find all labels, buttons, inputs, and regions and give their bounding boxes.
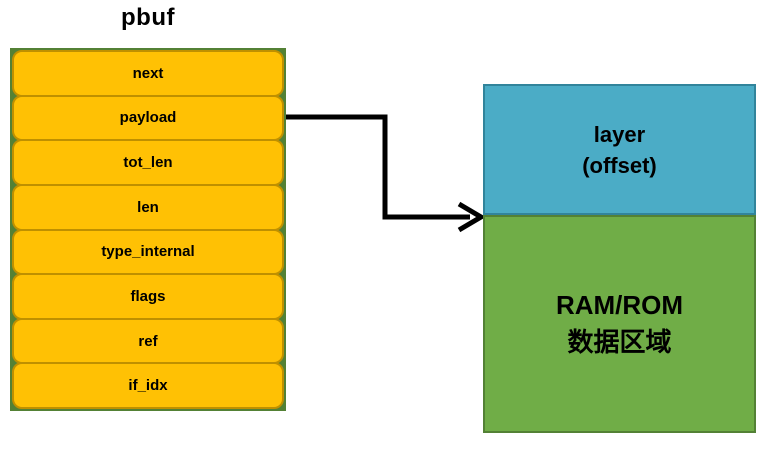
field-type-internal: type_internal: [12, 228, 284, 276]
field-if-idx: if_idx: [12, 362, 284, 409]
field-ref: ref: [12, 317, 284, 365]
layer-offset-box: layer (offset): [483, 84, 756, 215]
ram-rom-label: RAM/ROM: [555, 290, 684, 320]
field-tot-len: tot_len: [12, 139, 284, 186]
field-payload: payload: [12, 94, 284, 142]
offset-label: (offset): [582, 152, 657, 178]
ram-rom-data-box: RAM/ROM 数据区域: [483, 215, 756, 433]
field-next: next: [12, 50, 284, 97]
arrow-head-icon: [457, 201, 486, 233]
pbuf-struct-stack: next payload tot_len len type_internal f…: [10, 48, 286, 411]
layer-label: layer: [593, 121, 646, 147]
data-area-label: 数据区域: [567, 327, 672, 357]
field-flags: flags: [12, 273, 284, 320]
arrow-elbow-line: [286, 114, 470, 220]
field-len: len: [12, 183, 284, 231]
struct-title: pbuf: [121, 4, 175, 31]
